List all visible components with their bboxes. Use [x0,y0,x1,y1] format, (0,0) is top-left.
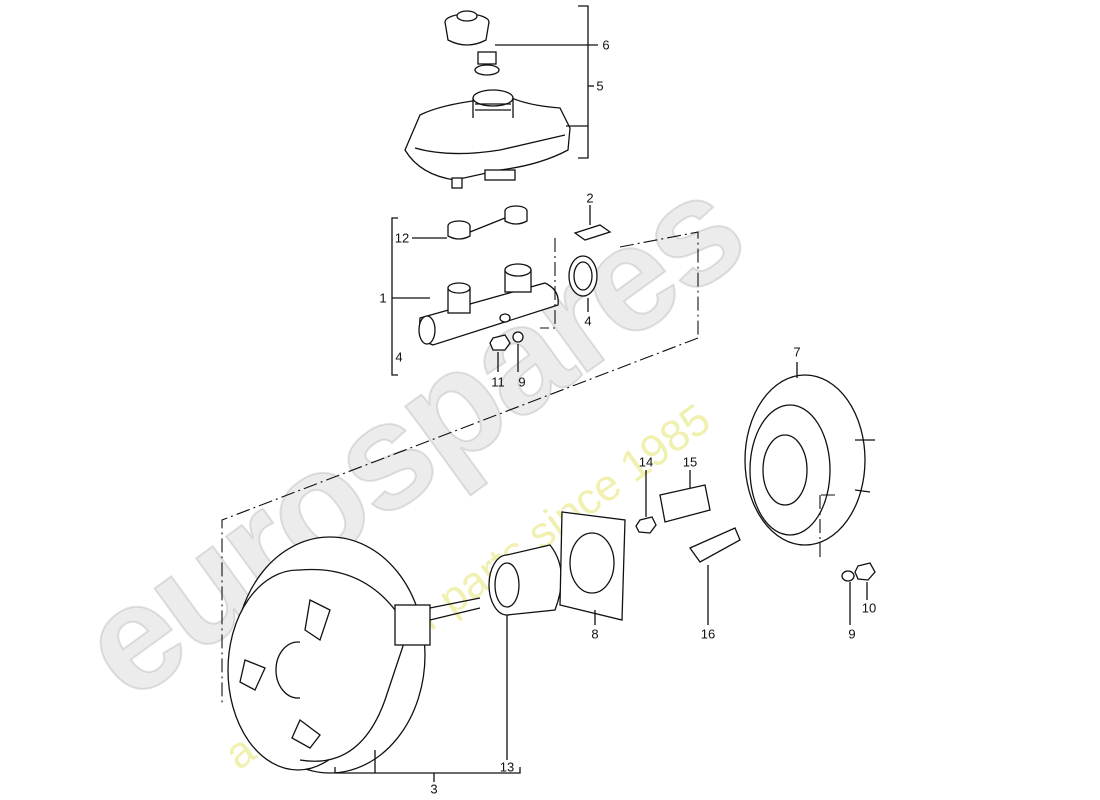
callout-8: 8 [591,626,599,642]
callout-7: 7 [793,344,801,360]
callout-16: 16 [700,626,716,642]
callout-9: 9 [518,374,526,390]
washer [512,331,524,343]
callout-1: 1 [379,290,387,306]
bleeder-screw [573,224,612,241]
clevis-fork [659,484,711,523]
washer [841,570,855,582]
grommets [447,205,528,240]
brake-fluid-reservoir [404,89,571,189]
nut [489,334,511,351]
callout-12: 12 [394,230,410,246]
booster-cover-plate [744,374,875,546]
gasket [559,511,626,621]
callout-2: 2 [586,190,594,206]
brake-booster [227,536,481,774]
callout-6: 6 [602,37,610,53]
callout-4: 4 [584,313,592,329]
callout-3: 3 [430,781,438,797]
callout-13: 13 [499,759,515,775]
clevis [689,527,741,563]
callout-11: 11 [491,374,505,390]
nut [635,516,657,534]
callout-10: 10 [861,600,877,616]
callout-15: 15 [682,454,698,470]
callout-5: 5 [596,78,604,94]
callout-14: 14 [638,454,654,470]
callout-9: 9 [848,626,856,642]
boot [488,544,563,616]
nut [854,562,876,581]
callout-4: 4 [395,349,403,365]
reservoir-cap [444,10,500,76]
master-cylinder [418,263,559,346]
